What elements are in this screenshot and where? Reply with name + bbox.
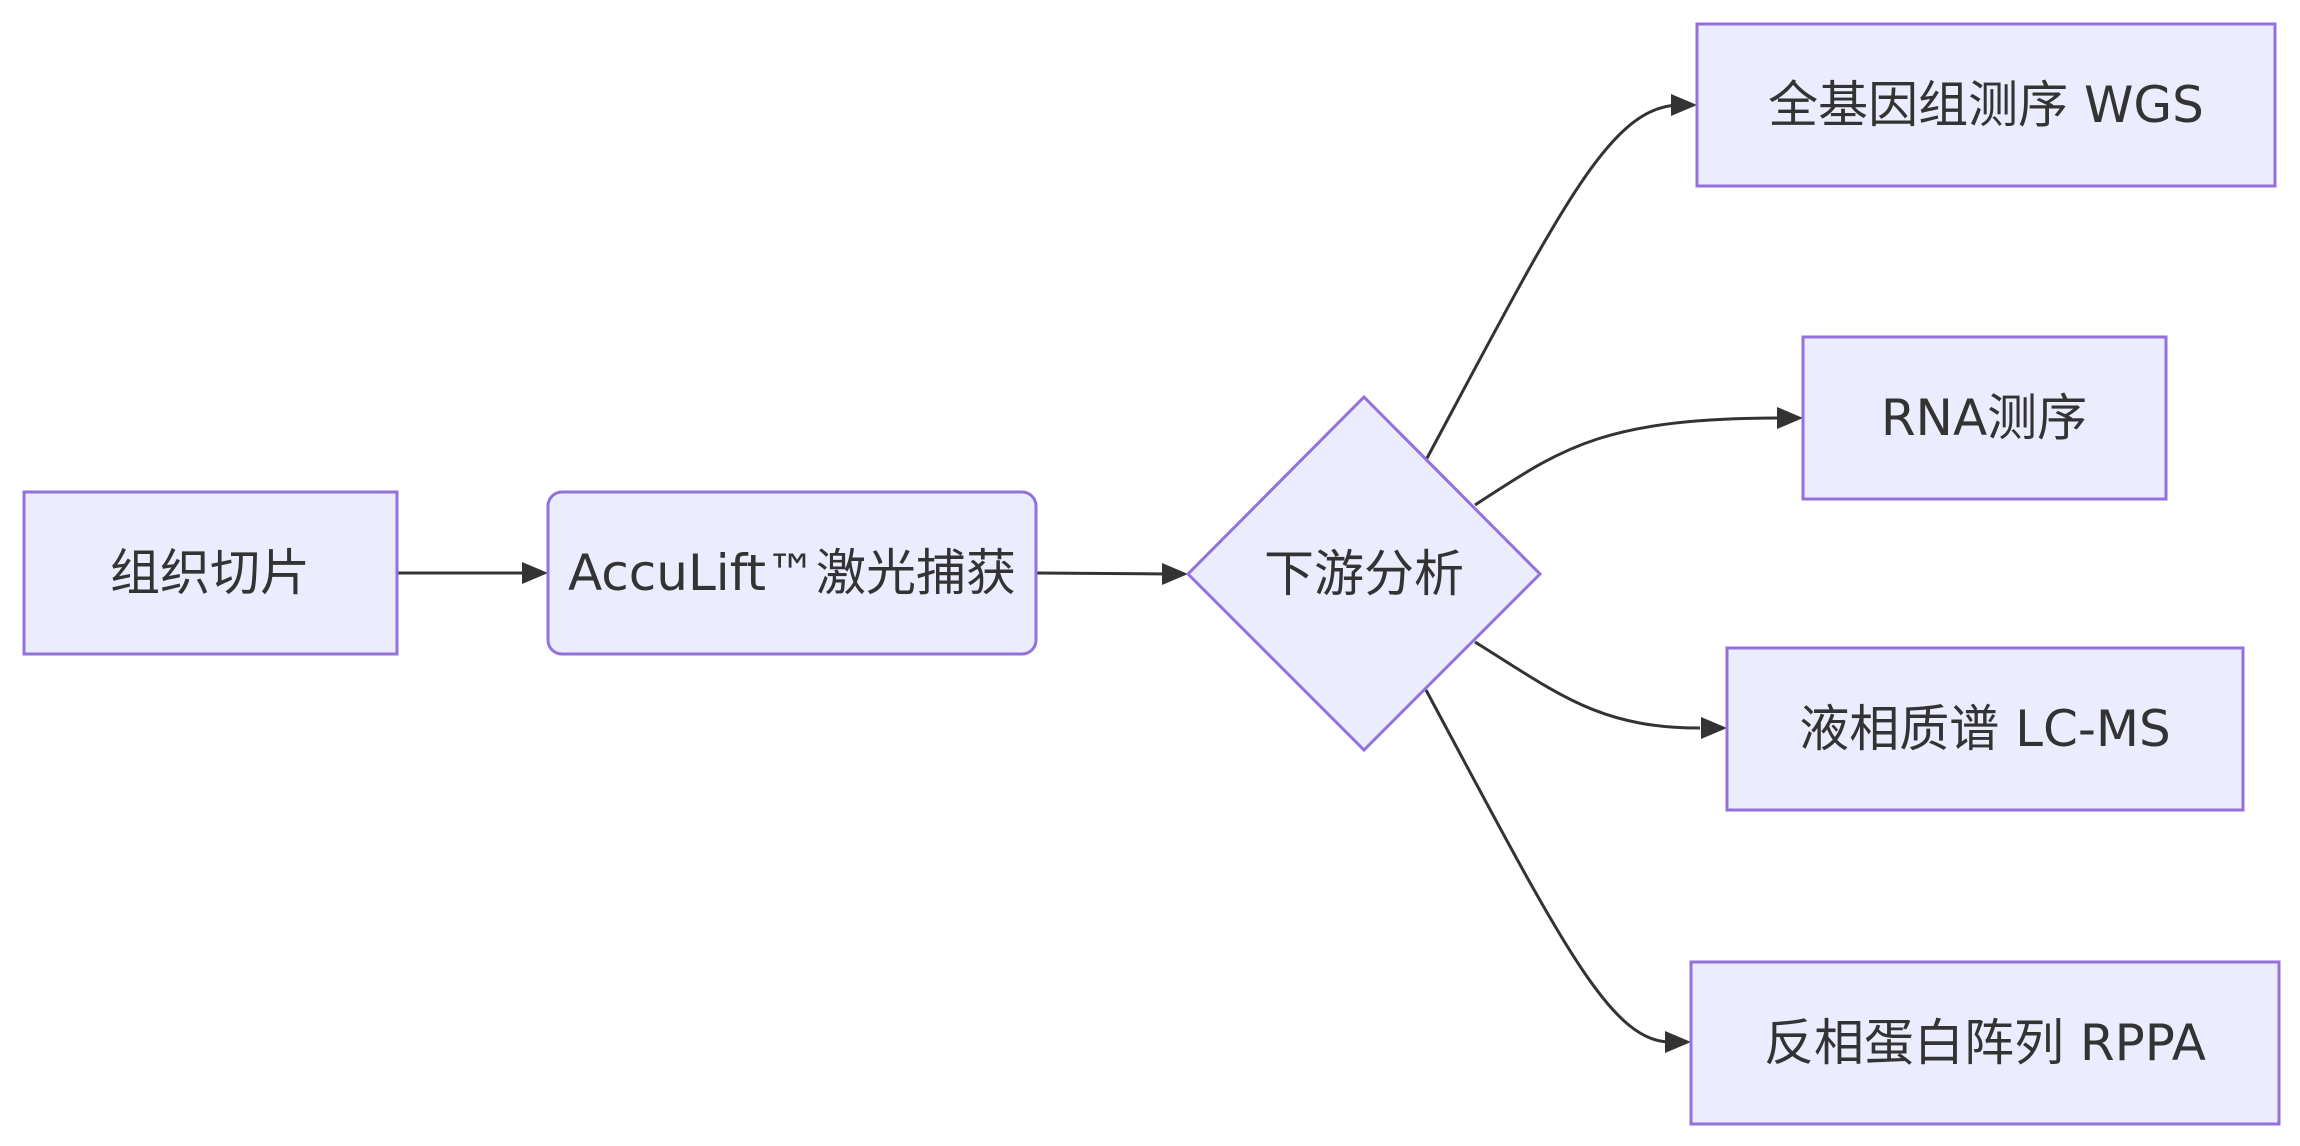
node-tissue-label: 组织切片: [110, 544, 310, 602]
node-wgs: 全基因组测序 WGS: [1695, 22, 2277, 188]
node-capture: AccuLift™激光捕获: [546, 490, 1038, 656]
arrowhead-downstream: [1162, 563, 1188, 585]
node-downstream-label: 下游分析: [1264, 545, 1464, 603]
node-rnaseq: RNA测序: [1801, 335, 2168, 501]
arrowhead-rnaseq: [1777, 407, 1803, 429]
arrowhead-rppa: [1665, 1031, 1691, 1053]
edge-downstream-to-rnaseq: [1474, 416, 1781, 507]
arrowhead-lcms: [1701, 717, 1727, 739]
edge-downstream-to-rppa: [1424, 689, 1671, 1044]
edges-group: [397, 94, 1803, 1053]
arrowhead-wgs: [1671, 94, 1697, 116]
node-capture-label: AccuLift™激光捕获: [568, 544, 1016, 602]
node-lcms: 液相质谱 LC-MS: [1725, 646, 2245, 812]
node-downstream: 下游分析: [1185, 394, 1543, 753]
node-tissue: 组织切片: [22, 490, 399, 656]
edge-downstream-to-lcms: [1474, 640, 1701, 730]
edge-downstream-to-wgs: [1424, 103, 1681, 461]
node-rppa-label: 反相蛋白阵列 RPPA: [1764, 1014, 2206, 1072]
node-lcms-label: 液相质谱 LC-MS: [1799, 700, 2171, 758]
edge-capture-to-downstream: [1035, 571, 1171, 576]
node-rppa: 反相蛋白阵列 RPPA: [1689, 960, 2281, 1126]
node-rnaseq-label: RNA测序: [1881, 389, 2087, 447]
node-wgs-label: 全基因组测序 WGS: [1768, 76, 2204, 134]
arrowhead-capture: [522, 562, 548, 584]
